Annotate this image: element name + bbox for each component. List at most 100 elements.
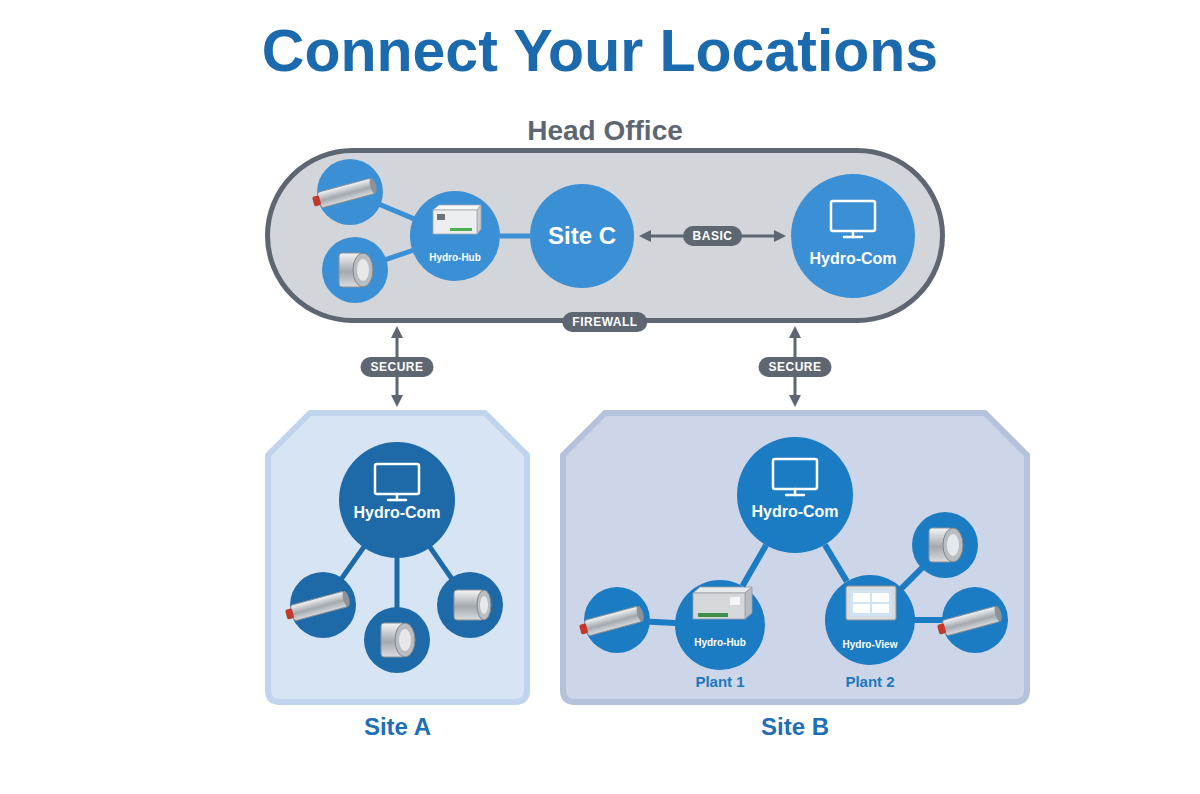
node-outline	[675, 580, 765, 670]
monitor-stand	[794, 489, 797, 495]
site-outline	[563, 413, 1027, 702]
connector-group	[397, 236, 847, 586]
node-label: Hydro-Com	[299, 503, 495, 522]
device-connectors	[450, 228, 472, 231]
monitor-screen	[375, 464, 419, 494]
sensor-circle	[364, 607, 430, 673]
node-label: Head Office	[225, 114, 985, 148]
sensor-wire	[355, 251, 412, 271]
puck-lens	[357, 259, 369, 281]
firewall-label: FIREWALL	[562, 312, 647, 332]
location-group: Site BHydro-ComHydro-HubPlant 1Hydro-Vie…	[560, 410, 1030, 705]
sensor-circle	[912, 512, 978, 578]
puck-lens	[480, 596, 488, 614]
node-label: Hydro-Com	[697, 502, 893, 521]
node-label: Hydro-Hub	[635, 637, 805, 649]
device-circle: Hydro-Hub	[410, 191, 500, 281]
sensor-wire	[902, 545, 945, 588]
sensor-circle	[290, 572, 356, 638]
probe-body	[317, 178, 375, 208]
device-connectors	[698, 613, 728, 617]
probe-body	[942, 606, 1000, 636]
software-circle: Hydro-Com	[339, 442, 455, 558]
device-body	[693, 593, 745, 619]
probe-sensor	[311, 177, 378, 209]
puck-face	[943, 528, 963, 562]
puck-sensor	[381, 623, 415, 657]
node-circle	[675, 580, 765, 670]
device-detail	[437, 214, 445, 220]
probe-end	[368, 177, 378, 194]
software-circle: Hydro-Com	[791, 174, 915, 298]
panel-body	[846, 586, 896, 620]
connector-line	[742, 545, 766, 586]
device-circle: Hydro-HubPlant 1	[675, 580, 765, 670]
puck-lens	[399, 629, 411, 651]
probe-cap	[579, 623, 588, 634]
software-circle: Hydro-Com	[737, 437, 853, 553]
connector-line	[825, 545, 847, 582]
sensor-wire	[915, 617, 975, 623]
puck-sensor	[454, 590, 491, 620]
monitor-base	[844, 236, 862, 239]
sensor-circle	[317, 159, 383, 225]
location-group: Head OfficeHydro-HubSite CHydro-Com	[265, 148, 945, 323]
device-body	[433, 210, 477, 234]
panel-screen	[850, 590, 892, 616]
plant-label: Plant 1	[635, 673, 805, 691]
device-top	[433, 205, 481, 210]
panel-tile	[872, 604, 889, 613]
probe-end	[341, 590, 351, 607]
sensor-circle	[437, 572, 503, 638]
probe-cap	[937, 623, 946, 634]
panel-tile	[853, 593, 870, 602]
node-label: Site C	[490, 222, 674, 251]
sensor-circle	[942, 587, 1008, 653]
monitor-base	[786, 494, 804, 497]
sensor-wire	[350, 192, 414, 219]
plant-label: Plant 2	[785, 673, 955, 691]
probe-body	[290, 591, 348, 621]
probe-sensor	[936, 605, 1003, 637]
monitor-stand	[396, 494, 399, 500]
puck-lens	[947, 534, 959, 556]
connection-label: BASIC	[683, 226, 743, 246]
device-detail	[730, 597, 740, 605]
device-top	[693, 587, 752, 593]
device-side	[477, 205, 481, 234]
monitor-base	[388, 499, 406, 502]
probe-end	[993, 605, 1003, 622]
probe-cap	[285, 608, 294, 619]
node-label: Site B	[520, 713, 1070, 742]
node-outline	[737, 437, 853, 553]
sensor-wire	[617, 620, 675, 623]
monitor-screen	[831, 201, 875, 231]
device-circle: Hydro-ViewPlant 2	[825, 575, 915, 665]
puck-body	[339, 253, 363, 287]
panel-device	[846, 586, 896, 620]
location-group: Site AHydro-Com	[265, 410, 530, 705]
puck-face	[395, 623, 415, 657]
office-outline	[268, 151, 943, 321]
puck-face	[353, 253, 373, 287]
probe-cap	[312, 195, 321, 206]
connector-line	[500, 234, 530, 239]
puck-sensor	[929, 528, 963, 562]
site-outline	[268, 413, 527, 702]
connection-label: SECURE	[360, 357, 433, 377]
node-circle	[339, 442, 455, 558]
probe-end	[635, 605, 645, 622]
connection-label: SECURE	[758, 357, 831, 377]
node-label: Hydro-Hub	[370, 252, 540, 264]
node-circle	[791, 174, 915, 298]
monitor-stand	[852, 231, 855, 237]
monitor-screen	[773, 459, 817, 489]
node-label: Site A	[225, 713, 570, 742]
sensor-wire	[395, 558, 400, 640]
node-circle	[825, 575, 915, 665]
